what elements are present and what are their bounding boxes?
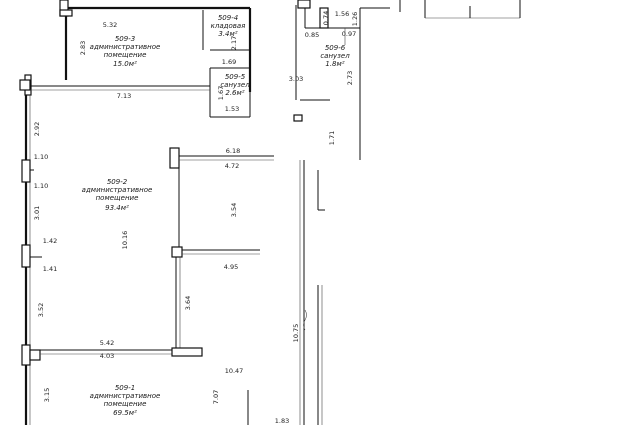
room-type: административное [90,43,161,51]
dim-label: 5.42 [100,339,114,347]
dim-label: 2.17 [230,36,238,50]
dim-label: 1.42 [43,237,57,245]
room-area: 15.0м² [113,60,137,68]
room-number: 509-6 [325,44,346,52]
room-509-3-label: 509-3 административное помещение 15.0м² [90,35,161,68]
room-area: 93.4м² [105,204,129,212]
dim-label: 1.83 [275,417,289,425]
dim-label: 10.16 [121,231,129,250]
room-area: 3.4м² [218,30,237,38]
dim-label: 6.18 [226,147,240,155]
room-509-4-label: 509-4 кладовая 3.4м² [211,14,246,38]
room-type: санузел [320,52,350,60]
dim-label: 3.54 [230,203,238,217]
room-type: административное [82,186,153,194]
dim-label: 4.95 [224,263,238,271]
column-509-6 [319,7,329,29]
dim-label: 0.85 [305,31,319,39]
dim-label: 10.47 [225,367,244,375]
dim-label: 1.67 [217,86,225,100]
column-left-3 [21,244,31,268]
column-left-1b [19,79,31,91]
room-number: 509-3 [115,35,135,43]
dim-label: 3.52 [37,303,45,317]
room-number: 509-4 [218,14,238,22]
room-number: 509-1 [115,384,135,392]
column-left-2 [21,159,31,183]
room-area: 1.8м² [325,60,344,68]
room-509-6-label: 509-6 санузел 1.8м² [320,44,350,68]
room-type: административное [90,392,161,400]
room-type-2: помещение [96,194,139,202]
dim-label: 1.71 [328,131,336,145]
dim-label: 10.75 [292,324,300,343]
dim-label: 0.74 [322,11,330,25]
column-left-4b [29,349,41,361]
wall-stub-top-left-b [59,9,73,17]
dim-label: 3.64 [184,296,192,310]
room-509-5-label: 509-5 санузел 2.6м² [220,73,250,97]
dim-label: 7.07 [212,390,220,404]
dimensions: 5.32 2.83 2.17 1.69 1.53 1.67 1.56 0.74 … [33,10,359,425]
room-area: 69.5м² [113,409,137,417]
dim-label: 1.10 [34,153,48,161]
dim-label: 1.10 [34,182,48,190]
dim-label: 4.72 [225,162,239,170]
column-center-1 [169,147,180,169]
column-top-right [297,0,311,9]
room-area: 2.6м² [225,89,244,97]
dim-label: 1.41 [43,265,57,273]
column-center-2 [171,246,183,258]
dim-label: 0.97 [342,30,356,38]
column-left-4 [21,344,31,366]
dim-label: 7.13 [117,92,131,100]
room-type: кладовая [211,22,246,30]
room-509-2-label: 509-2 административное помещение 93.4м² [82,178,153,212]
dim-label: 5.32 [103,21,117,29]
room-type-2: помещение [104,51,147,59]
dim-label: 2.92 [33,122,41,136]
dim-label: 3.15 [43,388,51,402]
room-type-2: помещение [104,400,147,408]
room-number: 509-2 [107,178,128,186]
walls [19,0,521,425]
room-509-1-label: 509-1 административное помещение 69.5м² [90,384,161,417]
break-mark [303,309,307,331]
dim-label: 2.73 [346,71,354,85]
room-number: 509-5 [225,73,246,81]
dim-label: 1.56 [335,10,349,18]
dim-label: 2.83 [79,41,87,55]
dim-label: 3.03 [289,75,303,83]
dim-label: 1.26 [351,12,359,26]
dim-label: 1.53 [225,105,239,113]
dim-label: 1.69 [222,58,236,66]
dim-label: 3.01 [33,206,41,220]
room-type: санузел [220,81,250,89]
column-center-3 [171,347,203,357]
column-corridor [293,114,303,122]
dim-label: 4.03 [100,352,114,360]
